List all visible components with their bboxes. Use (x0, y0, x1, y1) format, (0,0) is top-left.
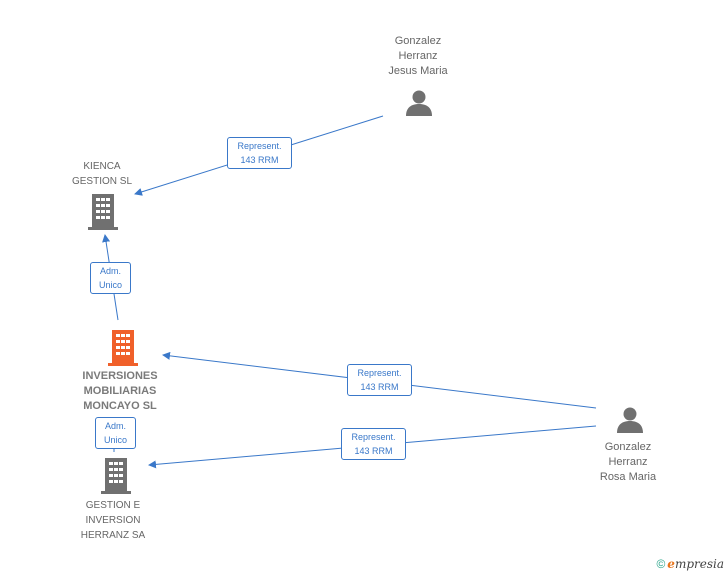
node-label-gestion-inversion[interactable]: GESTION E INVERSION HERRANZ SA (80, 500, 146, 541)
footer-brand: © empresia (656, 557, 724, 571)
building-icon-main[interactable] (108, 330, 138, 366)
node-label-gonzalez-jesus[interactable]: Gonzalez Herranz Jesus Maria (388, 35, 448, 77)
node-label-kienca[interactable]: KIENCA GESTION SL (71, 161, 132, 187)
edge-label-rosa-gestion[interactable]: Represent. 143 RRM (341, 428, 406, 460)
brand-logo: empresia (667, 557, 724, 571)
edge-label-inversiones-gestion[interactable]: Adm. Unico (95, 417, 136, 449)
person-icon[interactable] (404, 88, 434, 118)
building-icon[interactable] (101, 458, 131, 494)
copyright-icon: © (656, 557, 666, 571)
person-icon[interactable] (615, 405, 645, 435)
edge-label-inversiones-kienca[interactable]: Adm. Unico (90, 262, 131, 294)
node-label-gonzalez-rosa[interactable]: Gonzalez Herranz Rosa Maria (599, 441, 657, 483)
building-icon[interactable] (88, 194, 118, 230)
node-label-inversiones[interactable]: INVERSIONES MOBILIARIAS MONCAYO SL (82, 370, 158, 412)
edge-label-rosa-inversiones[interactable]: Represent. 143 RRM (347, 364, 412, 396)
edge-label-jesus-kienca[interactable]: Represent. 143 RRM (227, 137, 292, 169)
